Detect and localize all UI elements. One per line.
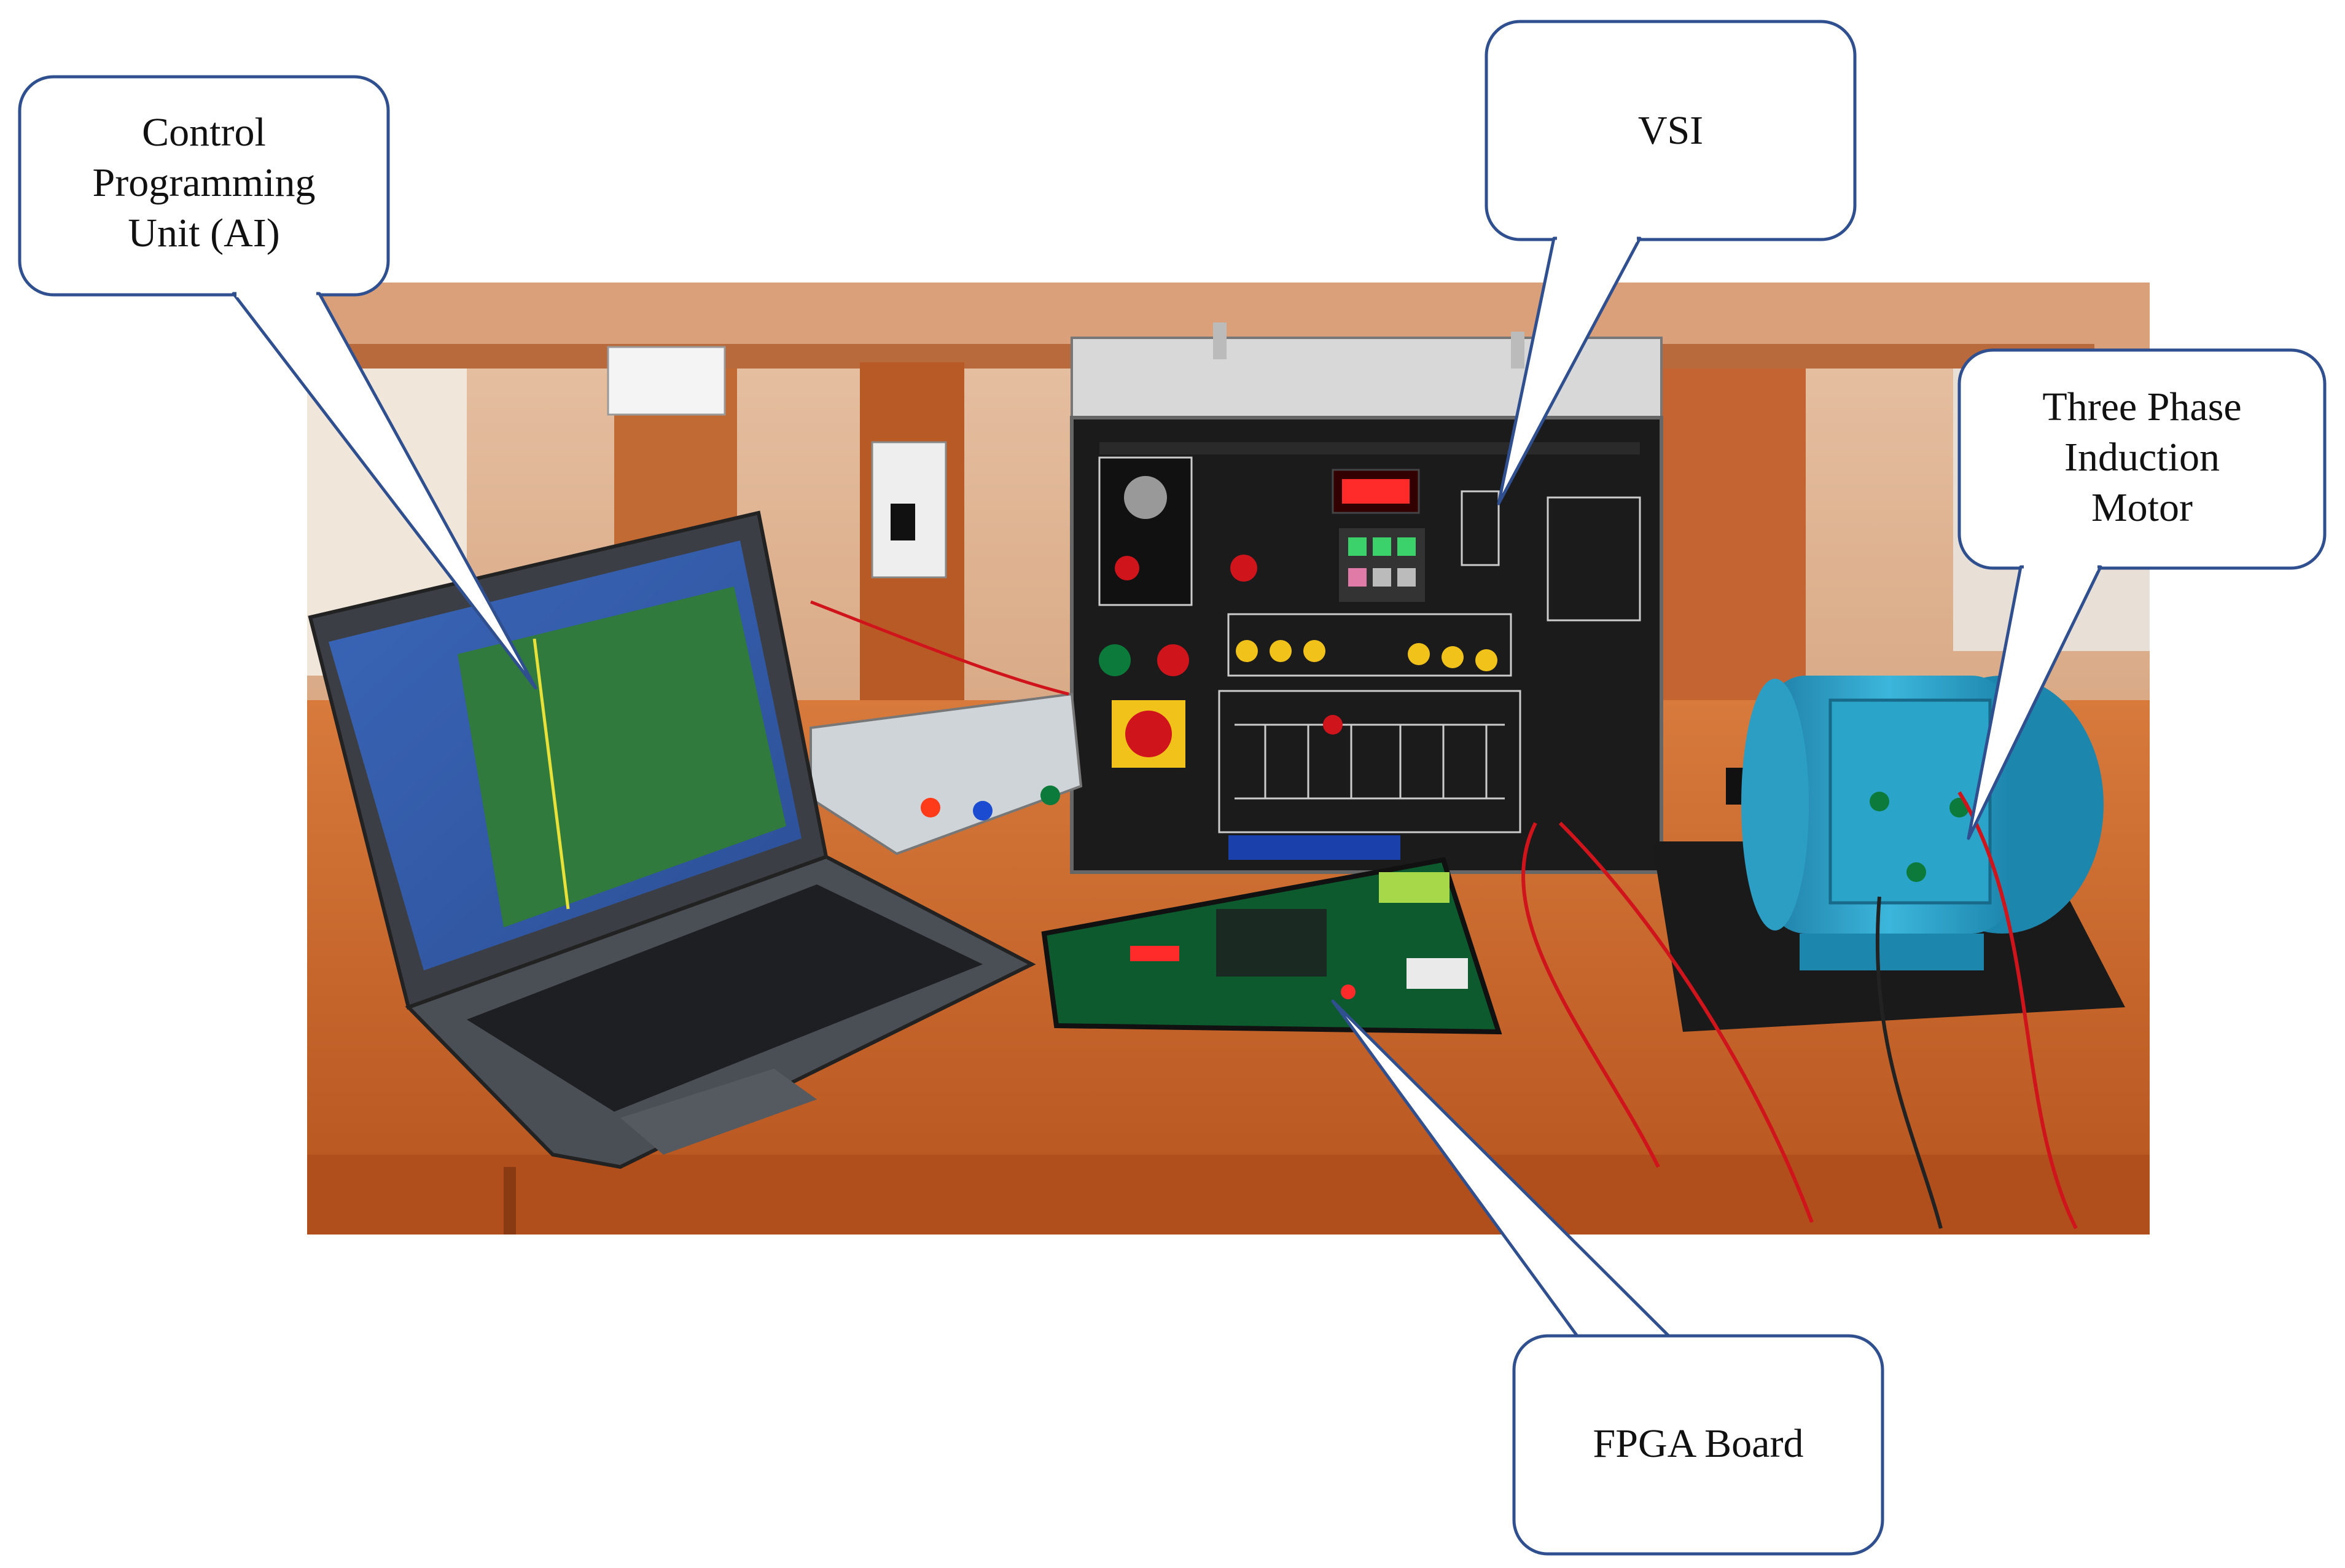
callout-vsi — [1485, 20, 1857, 505]
photo — [307, 283, 2150, 1235]
callout-line: Induction — [2064, 435, 2220, 480]
callout-motor-label: Three Phase Induction Motor — [1959, 382, 2325, 533]
callout-line: Programming — [92, 160, 316, 205]
callout-line: Unit (AI) — [128, 211, 280, 255]
callout-fpga-label: FPGA Board — [1514, 1419, 1883, 1469]
callout-line: Three Phase — [2042, 384, 2242, 429]
callout-motor — [1957, 348, 2327, 840]
callout-fpga — [1331, 999, 1884, 1556]
callout-line: Control — [142, 110, 266, 155]
callout-control-unit — [18, 75, 537, 690]
callout-line: VSI — [1637, 108, 1704, 153]
callout-line: FPGA Board — [1593, 1421, 1804, 1466]
callout-line: Motor — [2091, 485, 2193, 530]
callout-control-unit-label: Control Programming Unit (AI) — [20, 107, 388, 259]
callout-vsi-label: VSI — [1486, 106, 1855, 156]
